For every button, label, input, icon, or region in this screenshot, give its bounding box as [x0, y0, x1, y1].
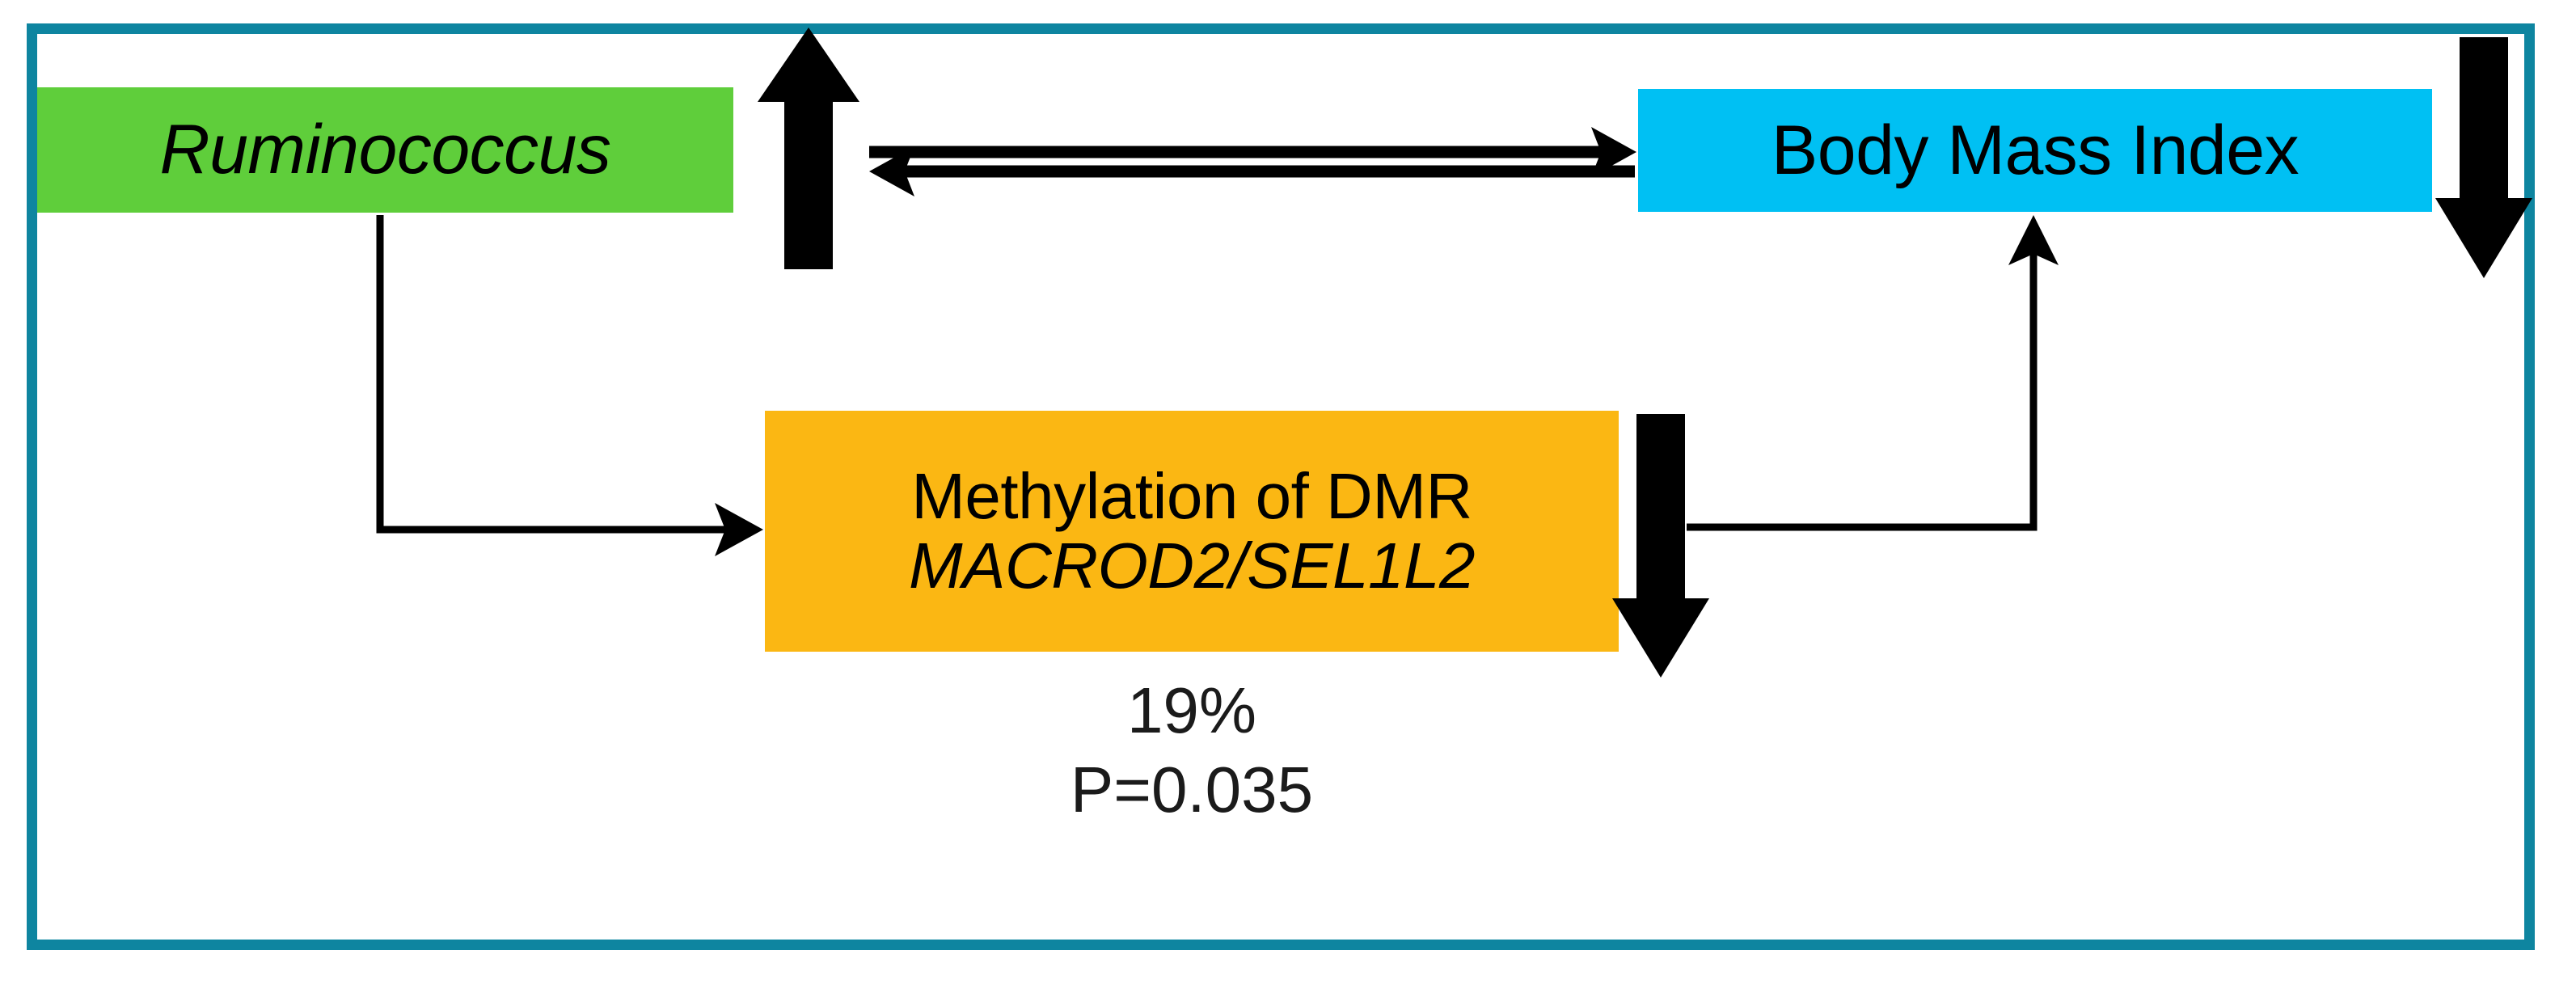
effect-size-value: 19%: [1126, 674, 1257, 746]
node-methylation-dmr: Methylation of DMR MACROD2/SEL1L2: [765, 411, 1619, 652]
node-ruminococcus: Ruminococcus: [37, 87, 733, 213]
node-methylation-line2: MACROD2/SEL1L2: [909, 530, 1475, 602]
node-body-mass-index: Body Mass Index: [1638, 89, 2432, 212]
node-ruminococcus-label: Ruminococcus: [159, 111, 612, 189]
node-methylation-line1: Methylation of DMR: [911, 459, 1472, 532]
node-body-mass-index-label: Body Mass Index: [1771, 111, 2299, 189]
p-value: P=0.035: [1070, 753, 1314, 826]
stats-caption: 19% P=0.035: [765, 671, 1619, 829]
